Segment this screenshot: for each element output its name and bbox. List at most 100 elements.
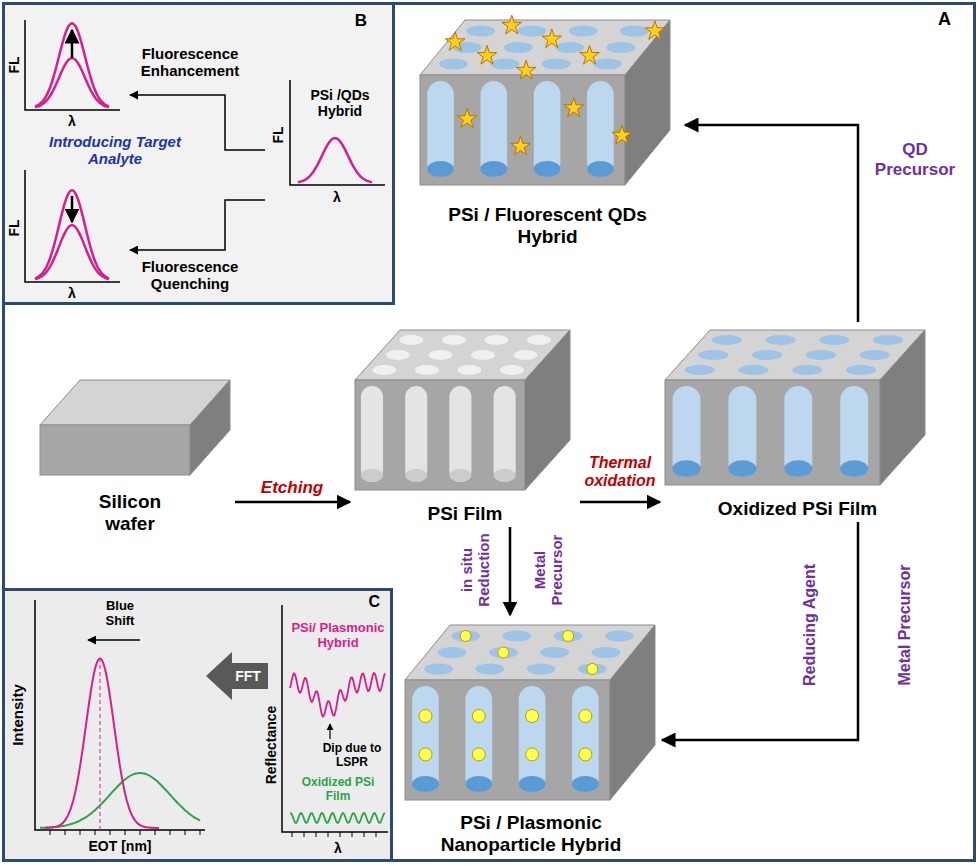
pore-opening xyxy=(451,631,480,642)
process-stage: Oxidized PSi Film xyxy=(660,322,935,522)
axis-label: FL xyxy=(6,56,22,73)
psi-block xyxy=(355,330,570,490)
pore-bottom xyxy=(784,460,812,477)
step-label: Reducing Agent xyxy=(801,555,819,695)
pore-opening xyxy=(485,335,509,345)
pore-opening xyxy=(806,350,836,360)
quantum-dot xyxy=(445,32,465,51)
block-front xyxy=(420,75,625,185)
pore-bottom xyxy=(405,469,427,482)
pore-channel xyxy=(465,686,492,792)
response-label: Fluorescence Enhancement xyxy=(125,45,255,80)
axis-label: λ xyxy=(333,189,341,205)
tick xyxy=(185,830,186,835)
pore-opening xyxy=(766,335,796,345)
tick xyxy=(170,830,171,835)
pore-channel xyxy=(361,386,383,482)
pore-channel xyxy=(449,386,471,482)
pore-bottom xyxy=(449,469,471,482)
tick xyxy=(340,832,341,837)
pore-opening xyxy=(792,365,822,375)
pore-channel xyxy=(412,686,439,792)
pore-opening xyxy=(846,365,876,375)
tick xyxy=(328,832,329,837)
axis-label: λ xyxy=(68,285,76,301)
pore-channel xyxy=(519,686,546,792)
inset-panel: B xyxy=(2,2,395,305)
metal-nanoparticle xyxy=(563,631,574,642)
pore-channel xyxy=(572,686,599,792)
step-label: QD Precursor xyxy=(870,140,960,179)
pore-opening xyxy=(712,335,742,345)
tick xyxy=(110,830,111,835)
pore-opening xyxy=(698,350,728,360)
tick xyxy=(140,830,141,835)
quantum-dot xyxy=(477,45,497,64)
pore-opening xyxy=(569,26,598,37)
arrow xyxy=(329,724,330,739)
axis-label: Intensity xyxy=(9,684,26,746)
pore-opening xyxy=(605,631,634,642)
pore-opening xyxy=(386,350,410,360)
block-side xyxy=(190,380,230,475)
pore-opening xyxy=(439,59,468,70)
quantum-dot xyxy=(516,60,536,79)
pore-opening xyxy=(542,59,571,70)
pore-opening xyxy=(502,631,531,642)
tick xyxy=(95,830,96,835)
pore-channel xyxy=(728,386,756,477)
metal-nanoparticle xyxy=(460,631,471,642)
pore-opening xyxy=(476,664,505,675)
fluorescence-peak xyxy=(298,138,372,182)
fluorescence-peak xyxy=(35,190,109,278)
tick xyxy=(80,830,81,835)
pore-bottom xyxy=(519,776,546,792)
pore-bottom xyxy=(572,776,599,792)
step-label: Etching xyxy=(261,478,323,498)
metal-nanoparticle xyxy=(526,710,539,723)
quantum-dot xyxy=(542,29,562,48)
eot-peak xyxy=(40,773,200,828)
metal-nanoparticle xyxy=(419,748,432,761)
tick xyxy=(292,832,293,837)
axis-label: FL xyxy=(6,219,22,236)
pore-channel xyxy=(587,81,614,177)
fluorescence-peak xyxy=(35,58,109,107)
quantum-dot xyxy=(457,109,477,128)
step-note: Introducing Target Analyte xyxy=(40,133,190,168)
panel-letter: C xyxy=(368,593,380,611)
pore-opening xyxy=(860,350,890,360)
reflectance-curve xyxy=(290,673,385,717)
pore-opening xyxy=(540,647,569,658)
stage-label: PSi / Plasmonic Nanoparticle Hybrid xyxy=(424,812,639,856)
pore-opening xyxy=(429,350,453,360)
arrow xyxy=(130,95,265,150)
curve-label: PSi/ Plasmonic Hybrid xyxy=(288,621,388,651)
pore-bottom xyxy=(361,469,383,482)
pore-bottom xyxy=(673,460,701,477)
pore-opening xyxy=(592,647,621,658)
tick xyxy=(364,832,365,837)
pore-bottom xyxy=(534,161,561,177)
plot-axes xyxy=(25,20,120,110)
quantum-dot xyxy=(511,136,531,155)
process-stage: PSi / Fluorescent QDs Hybrid xyxy=(410,15,685,250)
pore-opening xyxy=(527,664,556,675)
metal-nanoparticle xyxy=(526,748,539,761)
panel-ground xyxy=(5,5,392,302)
quantum-dot xyxy=(502,15,522,34)
process-arrow xyxy=(580,501,660,504)
pore-opening xyxy=(415,365,439,375)
metal-nanoparticle xyxy=(472,710,485,723)
tick xyxy=(155,830,156,835)
fluorescence-peak xyxy=(35,23,109,106)
arrow xyxy=(88,639,140,641)
block-front xyxy=(40,425,190,475)
block-front xyxy=(405,680,610,800)
stage-label: Oxidized PSi Film xyxy=(718,498,877,520)
tick xyxy=(65,830,66,835)
quantum-dot xyxy=(564,98,584,117)
plain-block xyxy=(40,380,230,475)
